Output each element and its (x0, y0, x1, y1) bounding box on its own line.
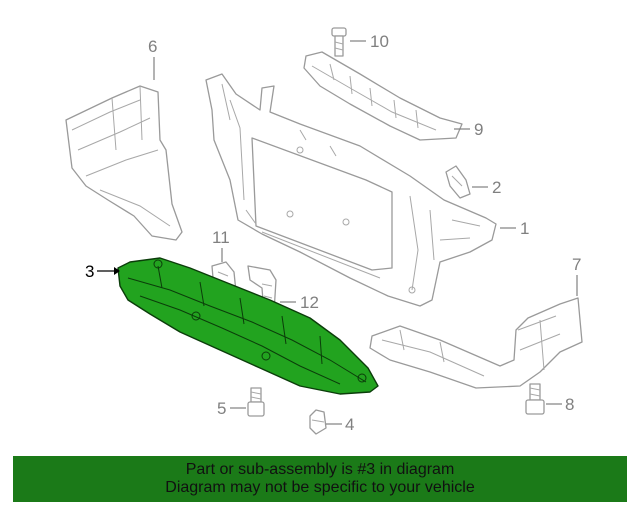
svg-text:2: 2 (492, 178, 501, 197)
part-8-bolt[interactable] (525, 383, 545, 415)
callout-5: 5 (217, 399, 246, 418)
svg-text:7: 7 (572, 255, 581, 274)
callout-10: 10 (350, 32, 389, 51)
callout-2: 2 (472, 178, 501, 197)
svg-text:8: 8 (565, 395, 574, 414)
callout-9: 9 (454, 120, 483, 139)
callout-7: 7 (572, 255, 581, 296)
callout-6: 6 (148, 37, 157, 80)
svg-text:9: 9 (474, 120, 483, 139)
svg-text:1: 1 (520, 219, 529, 238)
part-10-bolt[interactable] (331, 27, 347, 57)
svg-text:5: 5 (217, 399, 226, 418)
svg-text:12: 12 (300, 293, 319, 312)
banner-line-2: Diagram may not be specific to your vehi… (165, 479, 475, 496)
part-3-lower-shield[interactable] (117, 257, 379, 395)
info-banner: Part or sub-assembly is #3 in diagram Di… (13, 456, 627, 502)
callout-3: 3 (85, 262, 120, 281)
callout-4: 4 (326, 415, 354, 434)
part-1-radiator-support[interactable] (205, 73, 497, 307)
part-2-bracket[interactable] (445, 165, 471, 199)
svg-text:4: 4 (345, 415, 354, 434)
banner-line-1: Part or sub-assembly is #3 in diagram (185, 461, 455, 478)
part-7-splash-shield[interactable] (369, 297, 583, 389)
parts-diagram: 6 10 9 2 1 11 7 3 12 5 8 4 (65, 27, 583, 435)
svg-text:10: 10 (370, 32, 389, 51)
callout-8: 8 (546, 395, 574, 414)
svg-text:3: 3 (85, 262, 94, 281)
svg-text:11: 11 (212, 228, 230, 247)
part-9-upper-bracket[interactable] (303, 51, 463, 141)
callout-12: 12 (280, 293, 319, 312)
callout-1: 1 (500, 219, 529, 238)
part-4-clip[interactable] (309, 409, 327, 435)
callout-11: 11 (212, 228, 230, 262)
svg-text:6: 6 (148, 37, 157, 56)
part-5-bolt[interactable] (247, 387, 265, 417)
part-6-splash-shield[interactable] (65, 85, 183, 241)
